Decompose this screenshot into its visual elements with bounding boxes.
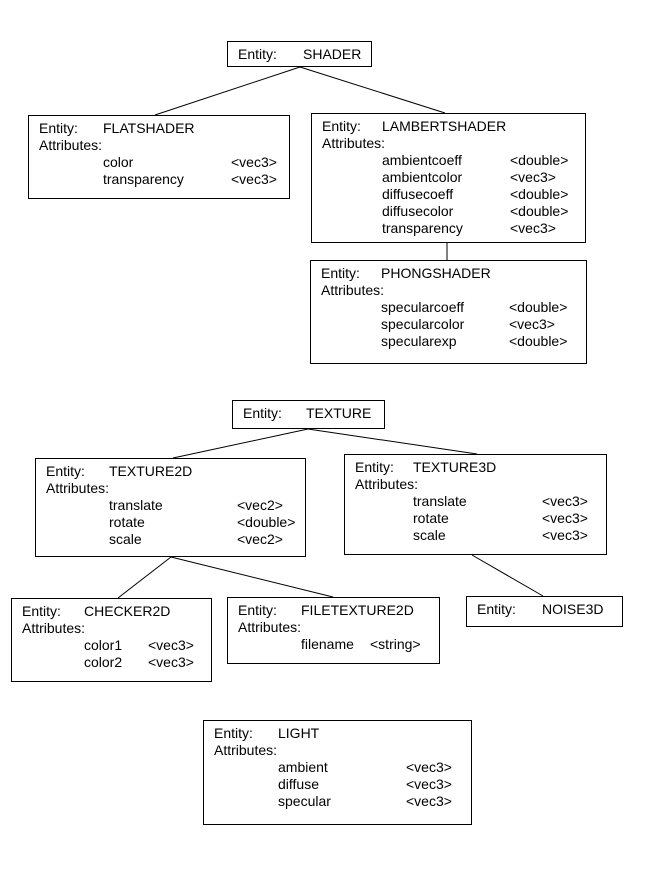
entity-label: Entity: — [214, 725, 253, 741]
entity-name: PHONGSHADER — [381, 265, 491, 281]
entity-name: CHECKER2D — [84, 603, 171, 619]
attributes-label: Attributes: — [238, 619, 302, 635]
attribute-name: translate — [413, 493, 467, 509]
edge-texture-texture3d — [307, 428, 478, 455]
attribute-name: diffusecolor — [382, 203, 454, 219]
attribute-type: <vec3> — [542, 527, 588, 543]
attribute-name: color2 — [84, 654, 123, 670]
attributes-label: Attributes: — [355, 476, 419, 492]
attribute-name: ambientcoeff — [382, 152, 462, 168]
attribute-name: diffuse — [278, 776, 319, 792]
entity-box-noise3d: Entity: NOISE3D — [466, 596, 623, 627]
edge-texture2d-checker2d — [117, 556, 172, 599]
attribute-type: <vec3> — [231, 171, 277, 187]
entity-label: Entity: — [243, 405, 282, 421]
attribute-name: transparency — [103, 171, 184, 187]
attribute-type: <vec3> — [231, 154, 277, 170]
attribute-name: color1 — [84, 637, 123, 653]
entity-name: TEXTURE2D — [109, 463, 193, 479]
entity-label: Entity: — [46, 463, 85, 479]
entity-name: TEXTURE — [306, 405, 372, 421]
edge-shader-flatshader — [154, 66, 301, 116]
attribute-name: transparency — [382, 220, 463, 236]
attribute-type: <vec2> — [237, 531, 283, 547]
attribute-type: <double> — [509, 299, 568, 315]
entity-name: LIGHT — [278, 725, 320, 741]
entity-name: TEXTURE3D — [413, 459, 497, 475]
attribute-type: <string> — [370, 636, 421, 652]
attribute-type: <vec3> — [406, 759, 452, 775]
entity-name: NOISE3D — [542, 601, 604, 617]
attributes-label: Attributes: — [39, 137, 103, 153]
entity-label: Entity: — [477, 601, 516, 617]
entity-label: Entity: — [238, 46, 277, 62]
attribute-name: specular — [278, 793, 331, 809]
attribute-type: <vec3> — [510, 220, 556, 236]
attributes-label: Attributes: — [22, 620, 86, 636]
entity-label: Entity: — [22, 603, 61, 619]
attribute-name: color — [103, 154, 134, 170]
edge-shader-lambertshader — [299, 66, 446, 114]
entity-name: FLATSHADER — [103, 120, 195, 136]
attribute-name: scale — [413, 527, 446, 543]
attribute-name: rotate — [413, 510, 449, 526]
attribute-type: <vec3> — [148, 654, 194, 670]
attribute-name: specularcolor — [381, 316, 465, 332]
attribute-name: specularexp — [381, 333, 457, 349]
attribute-type: <double> — [510, 152, 569, 168]
edge-texture3d-noise3d — [471, 554, 544, 597]
entity-label: Entity: — [355, 459, 394, 475]
attribute-type: <double> — [509, 333, 568, 349]
attribute-type: <vec3> — [406, 776, 452, 792]
entity-label: Entity: — [238, 602, 277, 618]
attribute-type: <vec2> — [237, 497, 283, 513]
attribute-type: <double> — [237, 514, 296, 530]
attribute-type: <vec3> — [542, 510, 588, 526]
entity-label: Entity: — [39, 120, 78, 136]
attribute-type: <double> — [510, 186, 569, 202]
attribute-name: ambient — [278, 759, 328, 775]
attribute-name: rotate — [109, 514, 145, 530]
entity-name: SHADER — [303, 46, 362, 62]
attribute-type: <vec3> — [148, 637, 194, 653]
attribute-name: specularcoeff — [381, 299, 465, 315]
attribute-name: translate — [109, 497, 163, 513]
edge-texture2d-filetexture2d — [170, 556, 334, 598]
attributes-label: Attributes: — [322, 135, 386, 151]
attribute-name: scale — [109, 531, 142, 547]
attributes-label: Attributes: — [321, 282, 385, 298]
attribute-name: diffusecoeff — [382, 186, 454, 202]
attribute-type: <vec3> — [509, 316, 555, 332]
attribute-type: <vec3> — [406, 793, 452, 809]
attribute-name: ambientcolor — [382, 169, 463, 185]
edge-texture-texture2d — [172, 428, 309, 459]
attribute-name: filename — [301, 636, 354, 652]
entity-box-shader: Entity: SHADER — [227, 41, 372, 67]
attribute-type: <vec3> — [510, 169, 556, 185]
attribute-type: <vec3> — [542, 493, 588, 509]
entity-label: Entity: — [321, 265, 360, 281]
attributes-label: Attributes: — [46, 480, 110, 496]
entity-name: FILETEXTURE2D — [301, 602, 414, 618]
attributes-label: Attributes: — [214, 742, 278, 758]
attribute-type: <double> — [510, 203, 569, 219]
entity-label: Entity: — [322, 118, 361, 134]
entity-name: LAMBERTSHADER — [382, 118, 507, 134]
entity-box-texture: Entity: TEXTURE — [232, 400, 385, 429]
